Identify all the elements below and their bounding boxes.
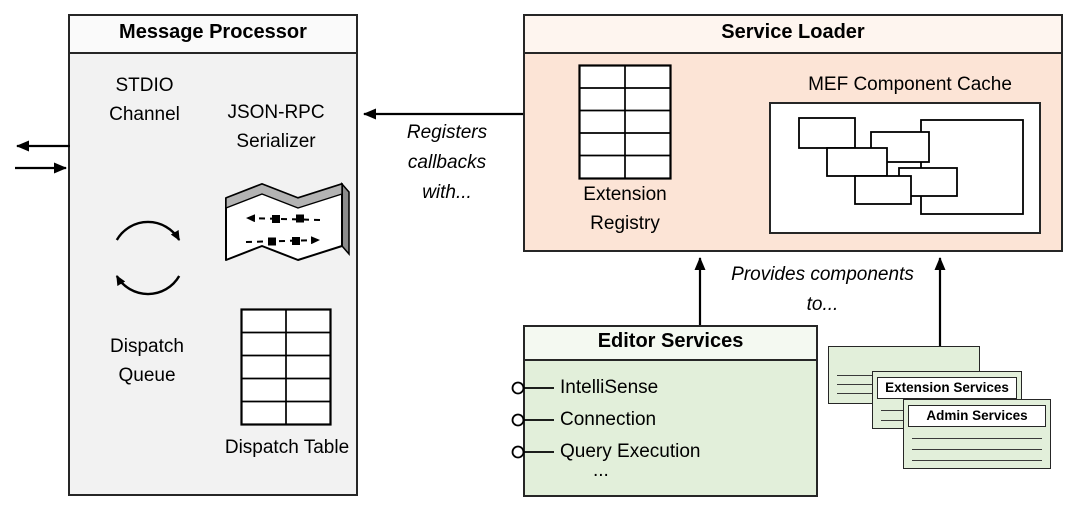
extension-registry-label: Extension Registry (583, 184, 667, 234)
provides-components-annotation: Provides components to... (731, 264, 914, 315)
lollipop-connector-icon (511, 381, 554, 395)
extension-registry-icon (578, 64, 672, 180)
editor-service-item-connection: Connection (510, 405, 656, 435)
editor-service-item-label: Connection (560, 409, 657, 430)
editor-service-item-query-execution: Query Execution (510, 437, 700, 467)
lollipop-connector-icon (511, 445, 554, 459)
mef-component-cache-label: MEF Component Cache (808, 74, 1012, 95)
card-text-line (912, 449, 1042, 450)
editor-service-item-label: Query Execution (560, 441, 701, 462)
service-loader-title: Service Loader (525, 16, 1061, 54)
json-rpc-serializer-icon (225, 182, 350, 261)
dispatch-table-icon (240, 308, 332, 426)
message-processor-title: Message Processor (70, 16, 356, 54)
editor-services-title: Editor Services (525, 327, 816, 361)
admin-services-card-title: Admin Services (908, 405, 1046, 427)
json-rpc-serializer-label: JSON-RPC Serializer (227, 102, 325, 152)
editor-services-box: Editor Services IntelliSense Connection … (511, 325, 818, 497)
admin-services-card: Admin Services (903, 399, 1051, 469)
card-text-line (912, 438, 1042, 439)
editor-service-item-label: IntelliSense (560, 377, 659, 398)
mef-component-cache-panel (769, 102, 1041, 234)
stdio-channel-label: STDIO Channel (109, 75, 180, 125)
registers-callbacks-annotation: Registers callbacks with... (406, 122, 488, 203)
editor-services-more-indicator: ... (593, 460, 609, 481)
dispatch-queue-icon (115, 220, 181, 296)
dispatch-queue-label: Dispatch Queue (110, 336, 184, 386)
component-cluster-icon (798, 117, 1024, 215)
lollipop-connector-icon (511, 413, 554, 427)
card-text-line (912, 460, 1042, 461)
extension-services-card-title: Extension Services (877, 377, 1017, 399)
dispatch-table-label: Dispatch Table (224, 437, 350, 458)
message-processor-box: Message Processor STDIO Channel JSON-RPC… (68, 14, 358, 496)
editor-service-item-intellisense: IntelliSense (510, 373, 658, 403)
service-loader-box: Service Loader Extension Registry MEF Co… (523, 14, 1063, 252)
